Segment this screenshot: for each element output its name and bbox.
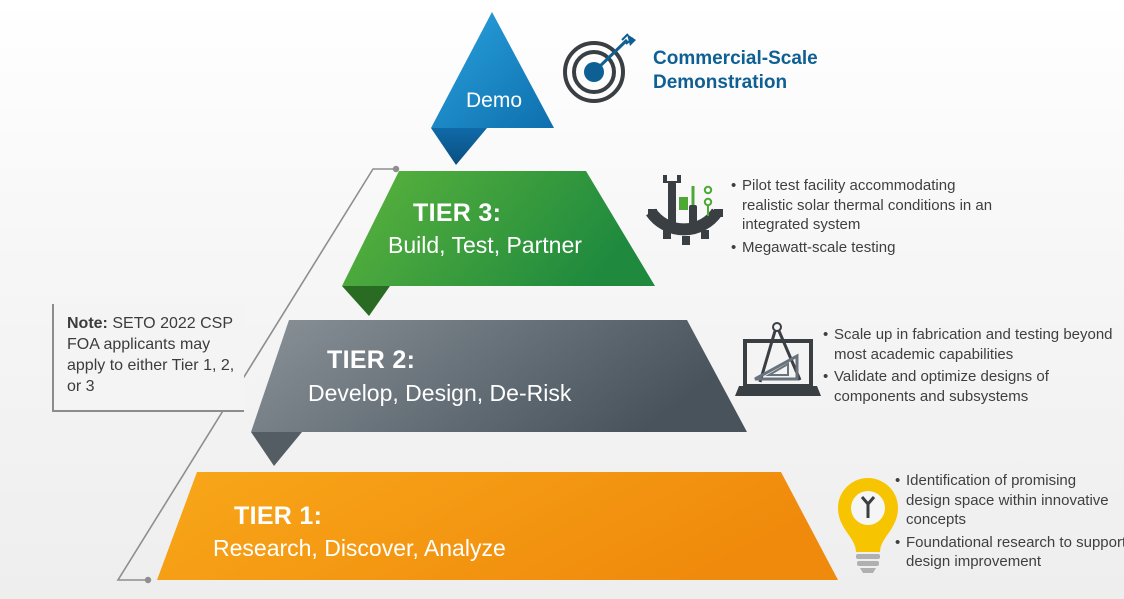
tier1-subtitle: Research, Discover, Analyze	[213, 535, 506, 561]
tier2-bullets: Scale up in fabrication and testing beyo…	[823, 325, 1123, 409]
tier1-title: TIER 1:	[234, 502, 323, 530]
tier3-trapezoid	[342, 171, 655, 286]
target-icon	[563, 33, 636, 103]
tier3-fold	[342, 286, 390, 316]
tier3-subtitle: Build, Test, Partner	[388, 232, 582, 258]
tier3-bullet-2: Megawatt-scale testing	[731, 238, 1011, 258]
note-text: Note: SETO 2022 CSP FOA applicants may a…	[54, 304, 244, 397]
tier3-bullet-1: Pilot test facility accommodating realis…	[731, 176, 1002, 235]
connector-line	[116, 168, 396, 581]
tier1-trapezoid	[157, 472, 838, 580]
demo-fold	[431, 128, 487, 165]
note-body: SETO 2022 CSP FOA applicants may apply t…	[67, 315, 235, 395]
tier2-title: TIER 2:	[327, 346, 416, 374]
connector-top-dot	[392, 165, 400, 173]
tier1-bullets: Identification of promising design space…	[895, 471, 1124, 575]
tier2-bullet-2: Validate and optimize designs of compone…	[823, 367, 1104, 406]
tools-gear-icon	[646, 175, 723, 245]
demo-label: Demo	[466, 89, 523, 112]
tier2-fold	[251, 432, 302, 466]
lightbulb-icon	[838, 478, 898, 573]
note-label: Note:	[67, 315, 108, 332]
note-box: Note: SETO 2022 CSP FOA applicants may a…	[52, 304, 244, 412]
tier3-bullets: Pilot test facility accommodating realis…	[731, 176, 1011, 260]
demo-triangle	[431, 12, 554, 128]
tier3-title: TIER 3:	[413, 199, 502, 227]
drafting-compass-icon	[735, 322, 821, 396]
demo-title-line2: Demonstration	[653, 72, 788, 93]
tier1-bullet-2: Foundational research to support design …	[895, 533, 1124, 572]
tier2-trapezoid	[251, 320, 747, 432]
tier1-bullet-1: Identification of promising design space…	[895, 471, 1121, 530]
tier2-bullet-1: Scale up in fabrication and testing beyo…	[823, 325, 1124, 364]
demo-title-line1: Commercial-Scale	[653, 48, 818, 69]
connector-bottom-dot	[144, 576, 152, 584]
tier2-subtitle: Develop, Design, De-Risk	[308, 380, 572, 406]
